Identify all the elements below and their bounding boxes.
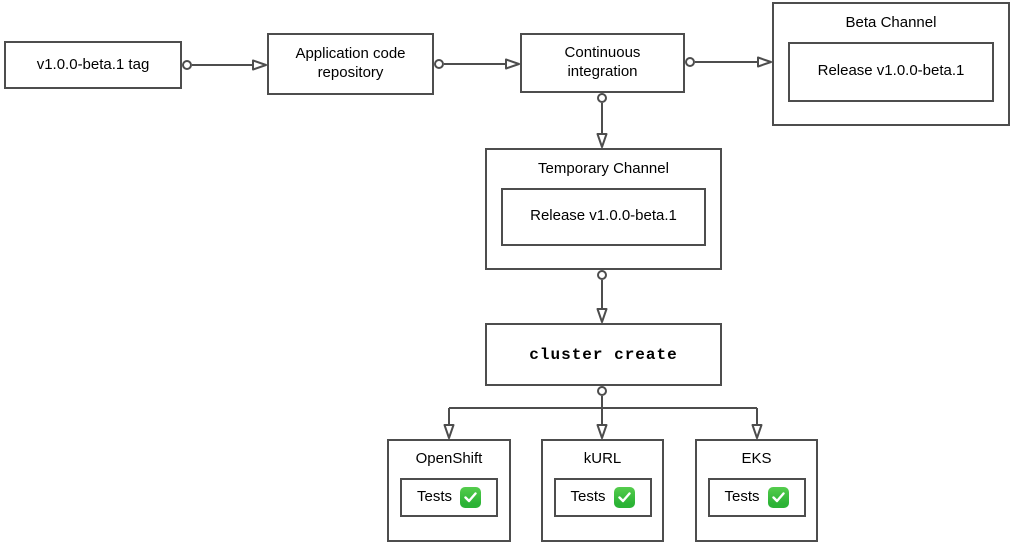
node-title: Beta Channel xyxy=(845,14,937,31)
node-openshift: OpenShift Tests xyxy=(387,439,511,542)
release-box: Release v1.0.0-beta.1 xyxy=(788,41,994,102)
node-kurl: kURL Tests xyxy=(541,439,664,542)
arrowhead xyxy=(751,424,763,439)
arrowhead xyxy=(757,56,772,68)
tests-label: Tests xyxy=(570,487,606,505)
node-label: Continuous integration xyxy=(564,44,641,80)
node-title: Temporary Channel xyxy=(538,160,669,177)
arrowhead xyxy=(505,58,520,70)
node-application-code-repository: Application code repository xyxy=(267,33,434,95)
release-box: Release v1.0.0-beta.1 xyxy=(501,187,706,246)
release-label: Release v1.0.0-beta.1 xyxy=(817,62,965,80)
tests-box: Tests xyxy=(400,477,498,517)
check-passed-icon xyxy=(613,486,635,508)
release-label: Release v1.0.0-beta.1 xyxy=(530,207,677,225)
connector-repo-to-ci xyxy=(434,58,520,70)
node-label: cluster create xyxy=(529,345,678,364)
node-title: OpenShift xyxy=(415,450,483,467)
tests-box: Tests xyxy=(707,477,806,517)
node-beta-channel: Beta Channel Release v1.0.0-beta.1 xyxy=(772,2,1010,126)
node-continuous-integration: Continuous integration xyxy=(520,33,685,93)
tests-label: Tests xyxy=(416,487,452,505)
connector-ci-to-beta-channel xyxy=(685,56,772,68)
node-label: Application code repository xyxy=(295,45,406,81)
arrowhead xyxy=(596,133,608,148)
node-title: EKS xyxy=(741,450,772,467)
node-version-tag: v1.0.0-beta.1 tag xyxy=(4,41,182,89)
node-eks: EKS Tests xyxy=(695,439,818,542)
connector-cluster-create-to-tests xyxy=(443,386,763,439)
arrowhead xyxy=(596,308,608,323)
arrowhead xyxy=(596,424,608,439)
check-passed-icon xyxy=(460,486,481,508)
node-label: v1.0.0-beta.1 tag xyxy=(36,55,150,73)
connector-tag-to-repo xyxy=(182,59,267,71)
tests-box: Tests xyxy=(553,477,652,517)
node-temporary-channel: Temporary Channel Release v1.0.0-beta.1 xyxy=(485,148,722,270)
check-passed-icon xyxy=(767,486,789,508)
arrowhead xyxy=(443,424,455,439)
connector-ci-to-temp-channel xyxy=(596,93,608,148)
connector-temp-channel-to-cluster-create xyxy=(596,270,608,323)
tests-label: Tests xyxy=(724,487,760,505)
arrowhead xyxy=(252,59,267,71)
node-cluster-create: cluster create xyxy=(485,323,722,386)
node-title: kURL xyxy=(583,450,622,467)
